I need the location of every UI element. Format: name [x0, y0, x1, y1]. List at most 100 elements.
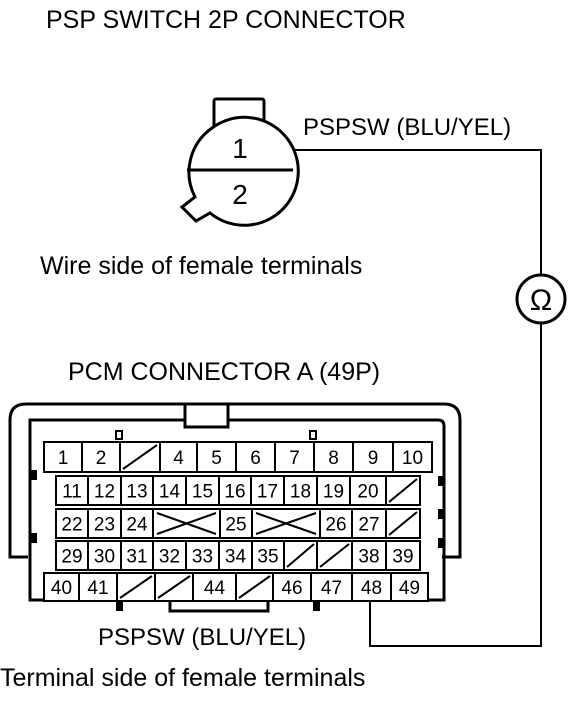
pcm-terminal-11: 11	[55, 475, 89, 506]
pcm-terminal-cell	[250, 475, 285, 506]
psp-connector-body	[179, 97, 300, 227]
pcm-terminal-cell	[319, 508, 353, 539]
pcm-terminal-40: 40	[43, 572, 80, 602]
pcm-terminal-cell	[390, 572, 429, 602]
pcm-terminal-26: 26	[319, 508, 353, 539]
pcm-terminal-31: 31	[120, 540, 154, 571]
pcm-terminal-cell	[218, 475, 252, 506]
pcm-wire	[369, 323, 542, 647]
pcm-terminal-30: 30	[87, 540, 122, 571]
pcm-terminal-number: 24	[126, 515, 148, 536]
pcm-terminal-empty-slash	[238, 575, 271, 599]
pcm-terminal-4: 4	[159, 441, 198, 473]
pcm-terminal-16: 16	[218, 475, 252, 506]
pcm-terminal-number: 14	[159, 482, 181, 503]
pcm-terminal-cell	[196, 441, 237, 473]
pcm-terminal-number: 47	[321, 578, 342, 599]
pcm-terminal-47: 47	[310, 572, 353, 602]
pcm-terminal-cell	[152, 540, 187, 571]
pcm-terminal-49: 49	[390, 572, 429, 602]
pcm-terminal-cell	[316, 475, 351, 506]
pcm-terminal-empty-slash	[388, 511, 418, 536]
psp-pin-1: 1	[232, 133, 248, 164]
ohm-icon: Ω	[530, 284, 552, 317]
pcm-terminal-39: 39	[385, 540, 421, 571]
pcm-terminal-number: 8	[328, 448, 339, 469]
pcm-terminal-number: 11	[62, 482, 82, 503]
pcm-side-nubs	[31, 470, 444, 611]
pcm-terminal-cell	[185, 475, 220, 506]
pcm-terminal-number: 40	[51, 578, 72, 599]
pcm-terminal-6: 6	[235, 441, 276, 473]
pcm-terminal-empty-slash	[319, 543, 350, 568]
psp-view-label: Wire side of female terminals	[40, 252, 363, 280]
pcm-terminal-32: 32	[152, 540, 187, 571]
pcm-wire-label: PSPSW (BLU/YEL)	[98, 624, 307, 651]
pcm-terminal-cell	[385, 540, 421, 571]
pcm-terminal-cell	[313, 441, 354, 473]
pcm-terminal-empty-slash	[388, 478, 418, 503]
pcm-terminal-number: 46	[281, 578, 302, 599]
pcm-terminal-5: 5	[196, 441, 237, 473]
pcm-terminal-number: 18	[290, 482, 311, 503]
pcm-terminal-34: 34	[218, 540, 253, 571]
pcm-terminal-41: 41	[78, 572, 118, 602]
psp-wire-label: PSPSW (BLU/YEL)	[303, 114, 512, 141]
pcm-terminal-23: 23	[87, 508, 122, 539]
pcm-terminal-number: 10	[402, 448, 423, 469]
pcm-terminal-7: 7	[274, 441, 315, 473]
pcm-terminal-cell	[152, 475, 187, 506]
pcm-terminal-10: 10	[392, 441, 433, 473]
pcm-terminal-number: 35	[257, 547, 278, 568]
pcm-terminal-cell	[43, 441, 83, 473]
pcm-terminal-number: 32	[159, 547, 180, 568]
pcm-terminal-cell	[120, 475, 154, 506]
pcm-bottom-key	[168, 600, 270, 613]
pcm-terminal-46: 46	[272, 572, 312, 602]
psp-wire	[293, 149, 542, 275]
pcm-terminal-19: 19	[316, 475, 351, 506]
pcm-terminal-cell	[87, 508, 122, 539]
pcm-terminal-number: 29	[61, 547, 82, 568]
pcm-terminal-number: 31	[126, 547, 147, 568]
pcm-terminal-cell	[120, 508, 154, 539]
pcm-terminal-cell	[351, 508, 387, 539]
pcm-terminal-number: 49	[399, 578, 420, 599]
pcm-terminal-empty	[119, 441, 161, 473]
pcm-terminal-cell	[55, 475, 89, 506]
pcm-terminal-empty-slash	[122, 444, 158, 470]
pcm-terminal-number: 48	[361, 578, 382, 599]
pcm-terminal-cell	[87, 540, 122, 571]
pcm-terminal-number: 38	[358, 547, 379, 568]
pcm-terminal-14: 14	[152, 475, 187, 506]
pcm-terminal-cell	[55, 508, 89, 539]
pcm-top-marks	[115, 430, 317, 440]
pcm-terminal-cell	[43, 572, 80, 602]
pcm-terminal-cell	[159, 441, 198, 473]
pcm-terminal-empty	[283, 540, 318, 571]
pcm-terminal-plug	[251, 508, 321, 539]
pcm-terminal-cell	[55, 540, 89, 571]
psp-connector-title: PSP SWITCH 2P CONNECTOR	[46, 6, 406, 34]
pcm-terminal-44: 44	[192, 572, 237, 602]
pcm-housing-outer	[8, 402, 462, 559]
pcm-terminal-cell	[352, 441, 394, 473]
pcm-terminal-20: 20	[349, 475, 387, 506]
pcm-terminal-number: 25	[225, 515, 246, 536]
pcm-terminal-38: 38	[351, 540, 387, 571]
pcm-terminal-number: 22	[61, 515, 82, 536]
pcm-terminal-2: 2	[81, 441, 121, 473]
pcm-terminal-15: 15	[185, 475, 220, 506]
pcm-terminal-number: 26	[325, 515, 346, 536]
pcm-terminal-22: 22	[55, 508, 89, 539]
pcm-terminal-48: 48	[351, 572, 392, 602]
pcm-terminal-number: 6	[250, 448, 261, 469]
ohmmeter-circle	[515, 273, 567, 325]
pcm-terminal-cell	[219, 508, 253, 539]
pcm-terminal-8: 8	[313, 441, 354, 473]
pcm-view-label: Terminal side of female terminals	[0, 664, 366, 692]
pcm-terminal-9: 9	[352, 441, 394, 473]
pcm-terminal-number: 2	[96, 448, 107, 469]
pcm-terminal-cell	[81, 441, 121, 473]
